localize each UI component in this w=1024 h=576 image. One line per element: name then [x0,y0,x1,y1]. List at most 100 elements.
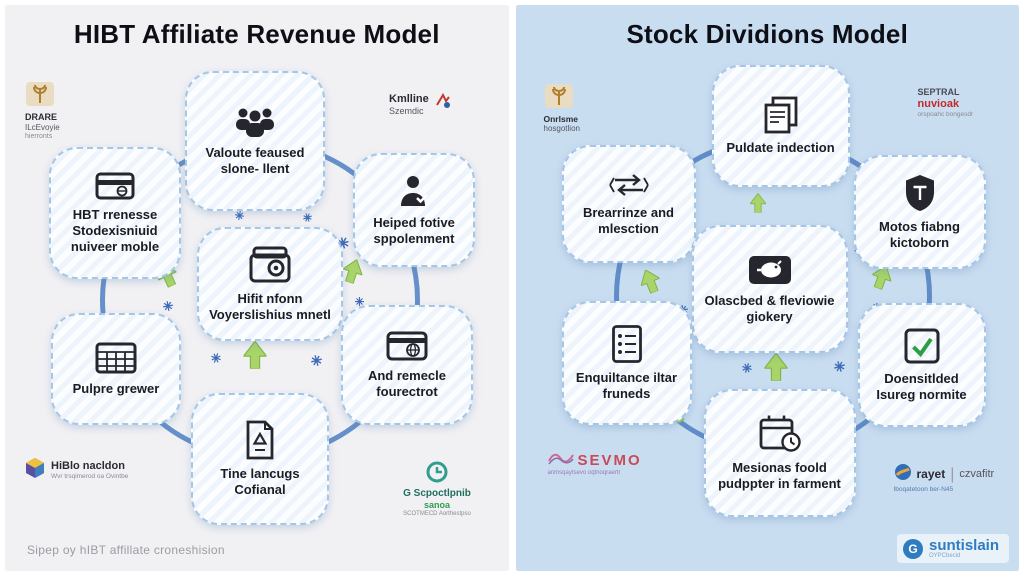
people-group-icon [232,105,278,139]
kmlline-mark-icon [435,92,451,114]
node-label: And remecle fourectrot [367,367,447,399]
calendar-grid-icon [95,341,137,375]
logo-subtitle: sanoa [423,500,450,511]
exchange-arrows-icon [606,171,652,199]
logo-title: SEVMO [577,451,642,469]
logo-subtitle: hosgotlion [543,124,580,134]
logo-tagline: Wvr trsqimerod oa Ovintbe [51,473,129,481]
sparkle-icon [303,213,312,222]
list-document-icon [611,324,643,364]
logo-tagline: anmsqaytsevo oqtnoqraertr [547,470,621,477]
node-label: Motos fiabng kictoborn [879,218,960,250]
growth-arrow-icon [749,193,766,213]
sparkle-icon [211,353,221,363]
logo-drare: DRARE ILcEvoyie hierronts [25,81,109,141]
right-panel-stock-dividions: Stock Dividions Model Puldate indection … [515,5,1019,571]
logo-onrlsme: Onrlsme hosgotlion [544,83,624,134]
left-panel-title: HIBT Affiliate Revenue Model [73,19,440,49]
rayet-globe-icon [894,463,912,486]
dividions-node-bottom: Mesionas foold pudppter in farment [703,389,856,517]
logo-tagline: SCOTMECD Aorthestpso [403,510,471,517]
footer-caption: Sipep oy hIBT affillate croneshision [27,543,225,557]
wheat-emblem-icon [544,84,574,113]
node-label: HBT rrenesse Stodexisniuid nuiveer moble [70,206,160,255]
node-label: Valoute feaused slone- llent [205,144,305,176]
logo-hiblo: HiBlo nacldon Wvr trsqimerod oa Ovintbe [25,457,128,484]
logo-subtitle: Szemdic [389,106,424,117]
revenue-node-right-upper: Heiped fotive sppolenment [353,153,475,267]
logo-subtitle: ILcEvoyie [25,122,60,132]
revenue-node-bottom: Tine lancugs Cofianal [191,393,329,525]
watermark-suntislain: G suntislain OYPCbecid [896,534,1009,563]
sparkle-icon [337,237,349,249]
sparkle-icon [833,361,845,372]
growth-arrow-icon [870,264,892,291]
checkbox-check-icon [903,327,941,365]
logo-sevmo: SEVMO anmsqaytsevo oqtnoqraertr [548,451,642,477]
shield-icon [903,173,937,213]
logo-subtitle: czvafitr [959,468,995,480]
revenue-node-center: Hifit nfonn Voyerslishius mnetl [197,227,343,341]
revenue-node-left-upper: HBT rrenesse Stodexisniuid nuiveer moble [49,147,181,279]
node-label: Puldate indection [726,139,835,155]
node-label: Brearrinze and mlesction [582,204,675,236]
node-label: Tine lancugs Cofianal [220,465,300,497]
logo-septral: SEPTRAL nuvioak orspoahc bongesdr [918,87,1000,119]
left-panel-affiliate-revenue: HIBT Affiliate Revenue Model Valoute fea… [5,5,509,571]
node-label: Pulpre grewer [72,380,160,396]
node-label: Enquiltance iltar fruneds [575,369,678,401]
growth-arrow-icon [764,353,787,381]
clock-ring-icon [426,461,448,487]
growth-arrow-icon [639,269,661,295]
logo-scpoctlpnib: G Scpoctlpnib sanoa SCOTMECD Aorthestpso [391,461,483,518]
calendar-clock-icon [759,414,801,454]
card-globe-icon [386,330,428,362]
logo-divider: | [950,466,955,483]
g-badge-icon: G [902,538,923,559]
watermark-title: suntislain [928,537,999,554]
logo-tagline: Iboqatetoon ber-N45 [893,486,954,494]
sparkle-icon [234,210,245,221]
revenue-node-top: Valoute feaused slone- llent [185,71,325,211]
node-label: Heiped fotive sppolenment [373,214,455,246]
credit-card-icon [95,171,135,201]
cube-icon [25,457,45,484]
logo-title: SEPTRAL [917,87,960,97]
documents-icon [762,96,800,134]
node-label: Doensitlded Isureg normite [876,370,967,402]
sevmo-wave-icon [547,451,574,470]
sparkle-icon [311,355,322,366]
logo-title: Onrlsme [543,114,579,125]
logo-kmlline: Kmlline Szemdic [389,92,451,117]
wallet-camera-icon [247,245,293,285]
right-panel-title: Stock Dividions Model [626,19,909,49]
dividions-node-top: Puldate indection [711,65,850,187]
growth-arrow-icon [342,258,364,285]
node-label: Olascbed & fleviowie giokery [704,292,835,324]
logo-title: DRARE [25,112,58,123]
sparkle-icon [162,300,174,312]
logo-title: rayet [916,467,946,482]
sparkle-icon [741,363,752,373]
document-recycle-icon [243,420,277,460]
dividions-node-center: Olascbed & fleviowie giokery [691,225,848,353]
revenue-node-left-lower: Pulpre grewer [51,313,181,425]
logo-tagline: hierronts [25,132,53,140]
logo-tagline: orspoahc bongesdr [917,110,974,118]
node-label: Hifit nfonn Voyerslishius mnetl [209,290,331,322]
dividions-node-right-upper: Motos fiabng kictoborn [853,155,986,269]
wheat-emblem-icon [25,82,55,111]
dividions-node-left-lower: Enquiltance iltar fruneds [561,301,692,425]
wallet-pig-icon [747,253,793,287]
person-check-icon [396,173,432,209]
logo-title: Kmlline [389,93,429,105]
logo-title: G Scpoctlpnib [403,488,471,500]
dividions-node-left-upper: Brearrinze and mlesction [561,145,696,263]
node-label: Mesionas foold pudppter in farment [718,459,841,491]
logo-rayet: rayet | czvafitr Iboqatetoon ber-N45 [893,463,995,494]
growth-arrow-icon [243,341,267,369]
dividions-node-right-lower: Doensitlded Isureg normite [857,303,986,427]
logo-subtitle: nuvioak [917,97,960,110]
sparkle-icon [355,297,364,306]
